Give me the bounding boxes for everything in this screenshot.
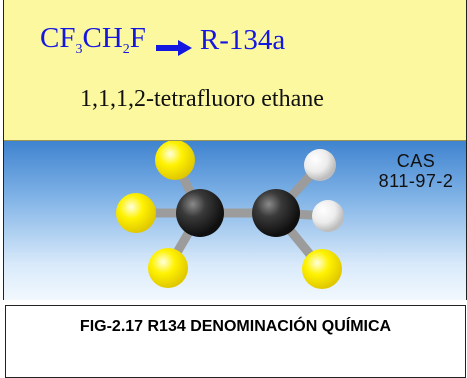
cas-title: CAS xyxy=(396,151,436,171)
refrigerant-code: R-134a xyxy=(199,23,286,56)
formula-line: CF3CH2F R-134a xyxy=(40,18,285,62)
chemical-name: 1,1,1,2-tetrafluoro ethane xyxy=(80,86,324,112)
carbon-atom xyxy=(252,189,300,237)
formula-left: CF3CH2F xyxy=(40,22,146,58)
caption-box: FIG-2.17 R134 DENOMINACIÓN QUÍMICA xyxy=(5,305,466,378)
molecule-model xyxy=(116,141,344,289)
formula-part: CF xyxy=(40,22,76,54)
formula-subscript: 3 xyxy=(75,42,83,57)
cas-number: 811-97-2 xyxy=(378,171,454,191)
formula-part: CH xyxy=(82,22,123,54)
hydrogen-atom xyxy=(304,149,336,181)
figure-caption: FIG-2.17 R134 DENOMINACIÓN QUÍMICA xyxy=(79,318,392,335)
fluorine-atom xyxy=(116,193,156,233)
fluorine-atom xyxy=(148,248,188,288)
cas-label: CAS 811-97-2 xyxy=(376,151,456,191)
molecule-panel: CAS 811-97-2 xyxy=(4,141,466,300)
carbon-atom xyxy=(176,189,224,237)
right-arrow-icon xyxy=(155,31,192,56)
fluorine-atom xyxy=(155,141,195,180)
formula-subscript: 2 xyxy=(122,42,130,57)
formula-part: F xyxy=(129,22,146,54)
formula-panel: CF3CH2F R-134a 1,1,1,2-tetrafluoro ethan… xyxy=(4,0,466,141)
figure: CF3CH2F R-134a 1,1,1,2-tetrafluoro ethan… xyxy=(3,0,467,300)
fluorine-atom xyxy=(302,249,342,289)
hydrogen-atom xyxy=(312,200,344,232)
atoms xyxy=(116,141,344,289)
